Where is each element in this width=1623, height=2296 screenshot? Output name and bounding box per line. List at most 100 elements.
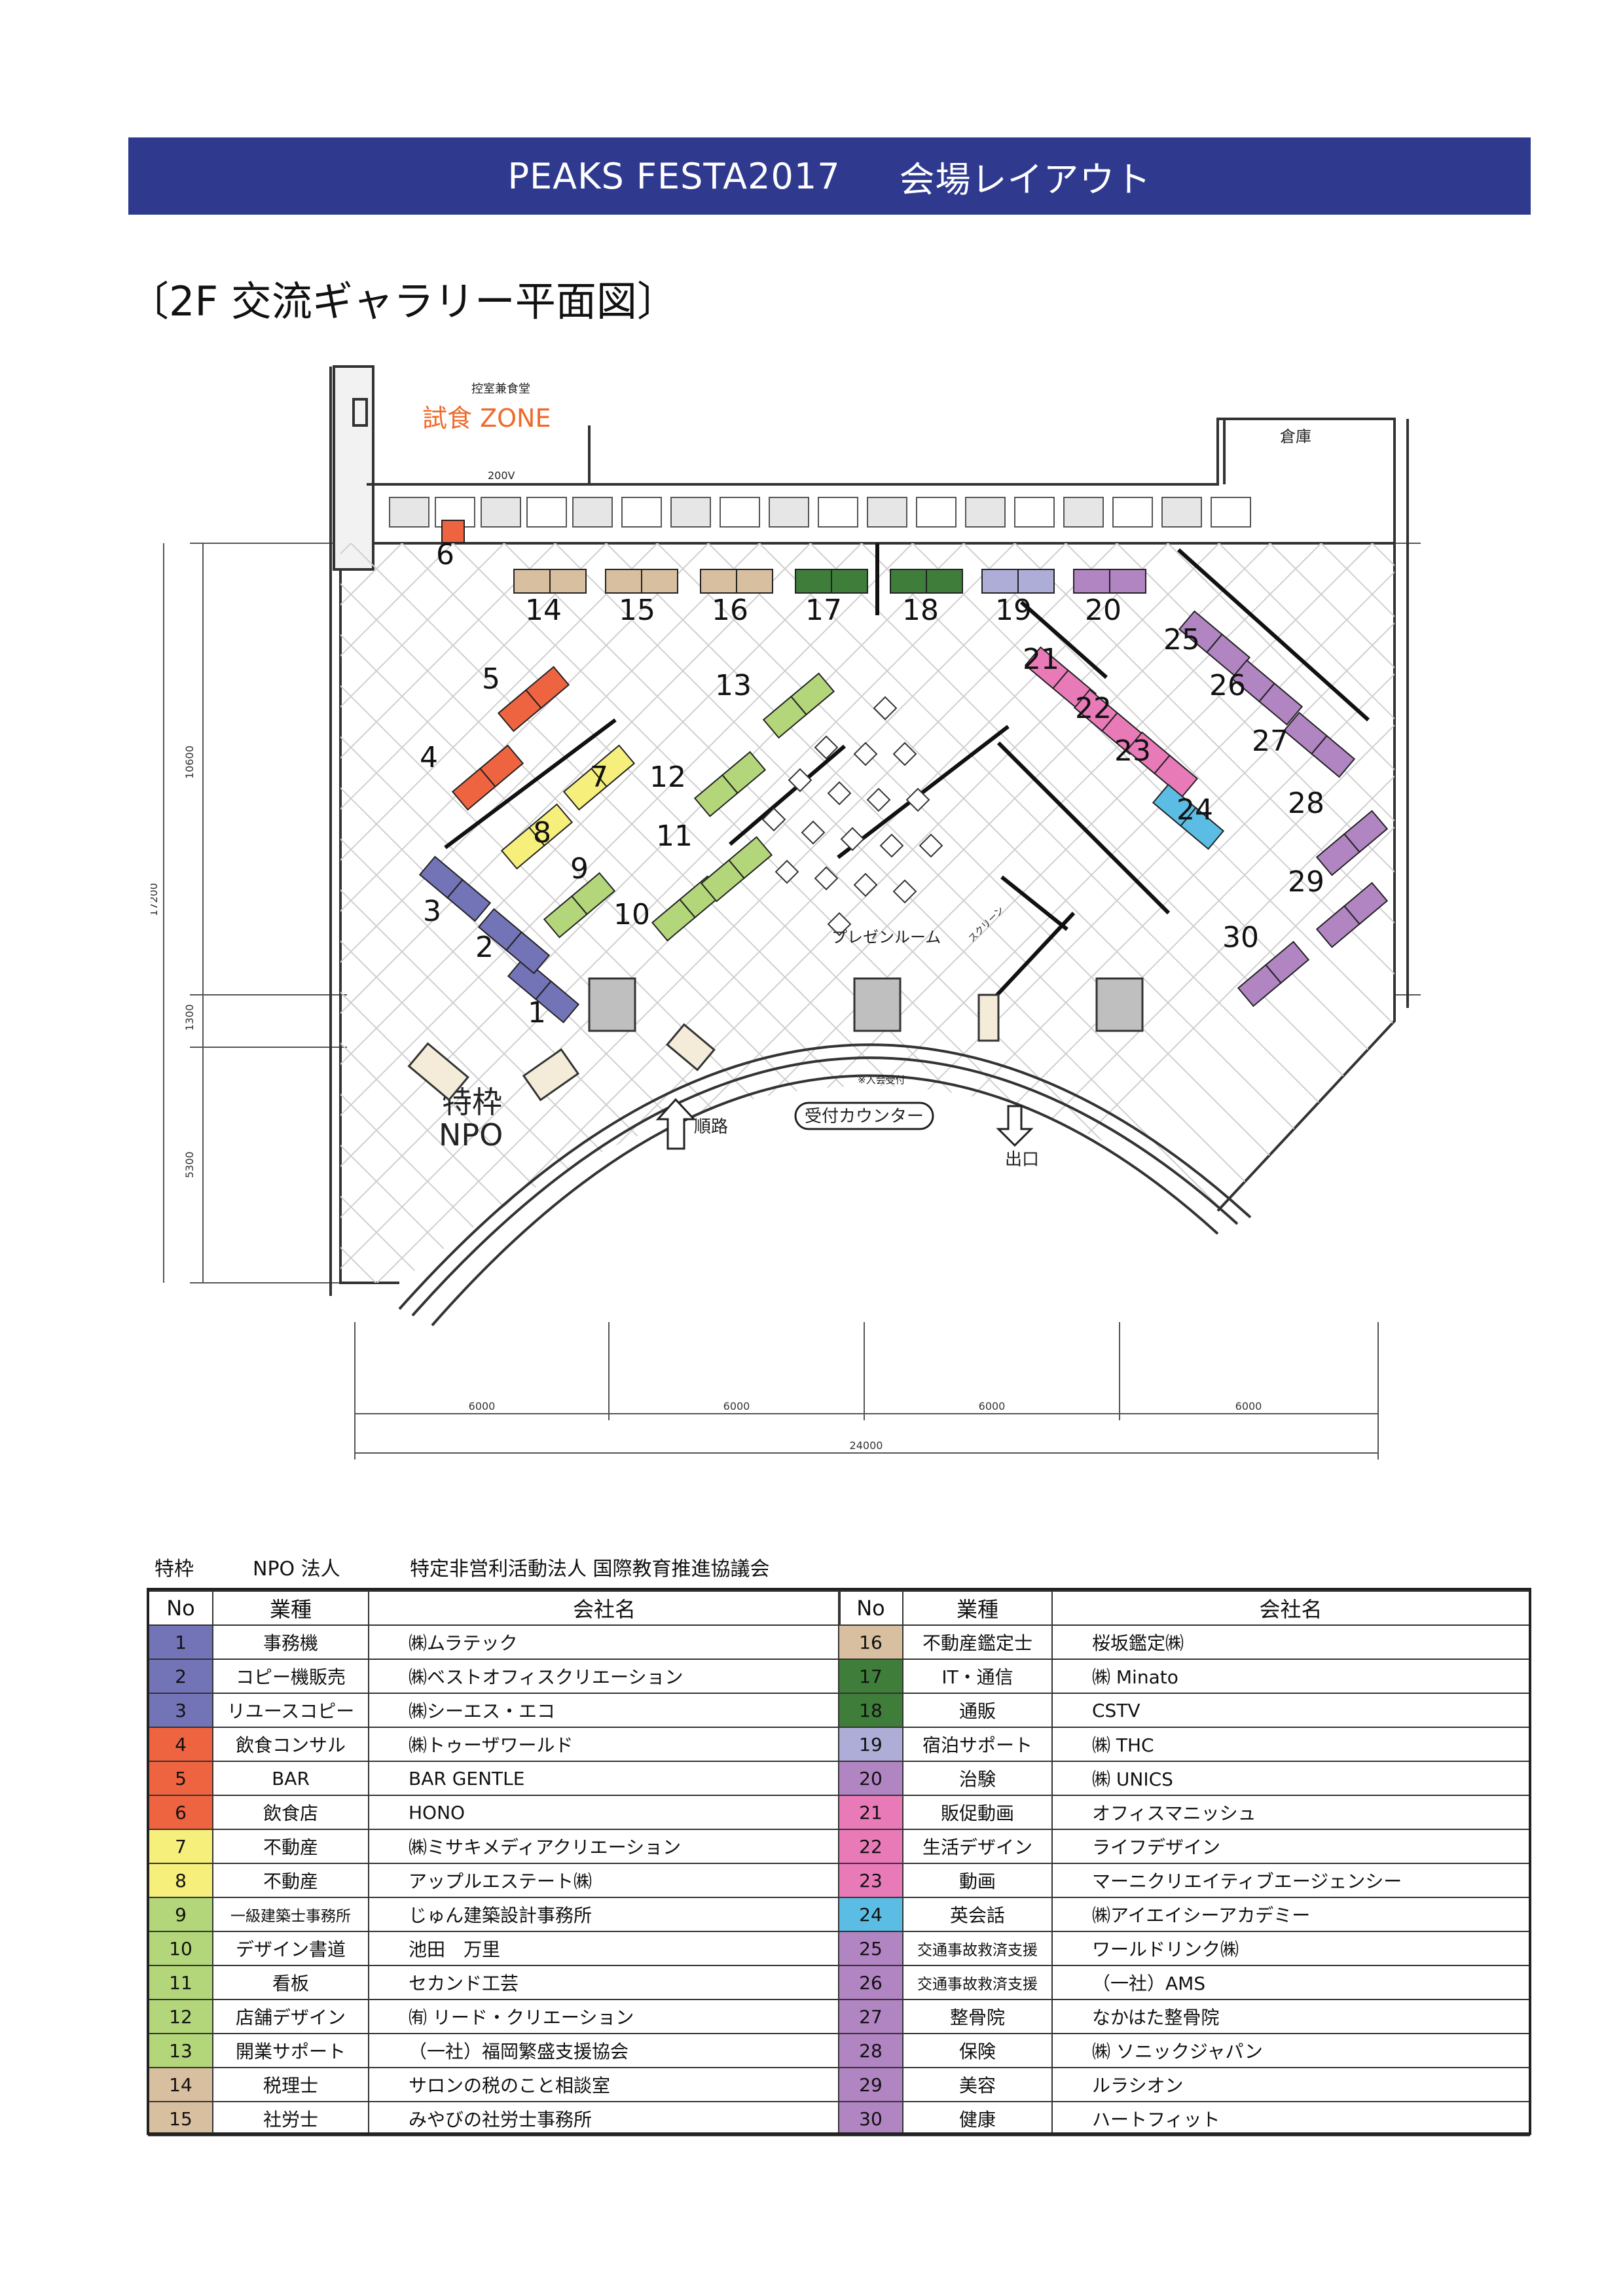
legend-category: 飲食店 — [212, 1795, 369, 1830]
presentation-chair — [853, 872, 878, 897]
legend-no: 26 — [838, 1965, 903, 2000]
booth-table — [981, 569, 1019, 594]
presentation-chair — [892, 742, 917, 766]
legend-company: ㈱ Minato — [1051, 1659, 1530, 1694]
legend-no: 1 — [148, 1624, 213, 1660]
npo-booth — [407, 1042, 469, 1102]
booth-27 — [1283, 711, 1356, 778]
entrance-tables — [522, 994, 1000, 1102]
booth-table — [505, 931, 551, 975]
dim-bottom-1: 6000 — [469, 1400, 496, 1412]
booth-table — [890, 569, 927, 594]
legend-no: 3 — [148, 1693, 213, 1728]
legend-no: 19 — [838, 1727, 903, 1762]
presentation-chair — [761, 807, 786, 832]
booth-number-label: 27 — [1252, 725, 1288, 758]
booth-table — [790, 672, 835, 716]
legend-company: ハートフィット — [1051, 2101, 1530, 2136]
booth-13 — [762, 672, 835, 739]
legend-company: ㈱トゥーザワールド — [368, 1727, 841, 1762]
booth-table — [721, 751, 767, 795]
dim-left-mid: 1300 — [183, 1004, 196, 1031]
partitions — [444, 543, 1370, 1016]
booth-table — [641, 569, 678, 594]
legend-category: 社労士 — [212, 2101, 369, 2136]
presentation-chair — [814, 866, 839, 891]
legend-header-company: 会社名 — [1051, 1590, 1530, 1626]
booth-number-label: 23 — [1114, 734, 1151, 768]
booth-table — [1017, 569, 1055, 594]
floor-plan-subtitle: 〔2F 交流ギャラリー平面図〕 — [128, 278, 678, 325]
legend-company: セカンド工芸 — [368, 1965, 841, 2000]
booth-number-label: 30 — [1222, 921, 1259, 954]
legend-no: 17 — [838, 1659, 903, 1694]
presentation-chair — [905, 787, 930, 812]
legend-category: 英会話 — [902, 1897, 1053, 1932]
dim-bottom-total: 24000 — [850, 1439, 883, 1452]
legend-company: 桜坂鑑定㈱ — [1051, 1624, 1530, 1660]
booth-number-label: 22 — [1075, 692, 1112, 725]
legend-header-category: 業種 — [902, 1590, 1053, 1626]
special-note-label: 特枠 — [155, 1558, 194, 1581]
presentation-chair — [840, 827, 865, 852]
legend-category: 開業サポート — [212, 2033, 369, 2068]
legend-header-no: No — [838, 1590, 903, 1626]
legend-no: 7 — [148, 1829, 213, 1864]
legend-category: 不動産 — [212, 1863, 369, 1898]
legend-category: 交通事故救済支援 — [902, 1931, 1053, 1966]
legend-category: 保険 — [902, 2033, 1053, 2068]
booth-table — [736, 569, 773, 594]
booth-number-label: 10 — [613, 898, 650, 931]
legend-company: ㈱ ソニックジャパン — [1051, 2033, 1530, 2068]
columns — [588, 977, 1144, 1032]
legend-header-company: 会社名 — [368, 1590, 841, 1626]
booth-number-label: 3 — [423, 895, 441, 928]
legend-company: ㈱ベストオフィスクリエーション — [368, 1659, 841, 1694]
legend-no: 14 — [148, 2067, 213, 2102]
legend-no: 18 — [838, 1693, 903, 1728]
legend-no: 21 — [838, 1795, 903, 1830]
special-note: 特枠 NPO 法人 特定非営利活動法人 国際教育推進協議会 — [155, 1552, 770, 1581]
booth-5 — [497, 666, 570, 732]
legend-no: 22 — [838, 1829, 903, 1864]
booth-18 — [890, 569, 963, 594]
presentation-seating — [761, 696, 943, 937]
legend-company: （一社）福岡繁盛支援協会 — [368, 2033, 841, 2068]
legend-no: 25 — [838, 1931, 903, 1966]
presentation-chair — [873, 696, 898, 721]
presentation-chair — [919, 833, 943, 858]
title-layout: 会場レイアウト — [899, 158, 1152, 200]
booth-table — [1343, 810, 1389, 853]
booth-20 — [1073, 569, 1146, 594]
wall-radiators — [389, 497, 1251, 528]
dim-left-top: 10600 — [183, 745, 196, 779]
legend-no: 11 — [148, 1965, 213, 2000]
route-arrow-icon — [655, 1098, 697, 1150]
booth-14 — [513, 569, 587, 594]
legend-category: 販促動画 — [902, 1795, 1053, 1830]
booth-table — [1258, 682, 1304, 726]
presentation-chair — [853, 742, 878, 766]
legend-company: ㈱ミサキメディアクリエーション — [368, 1829, 841, 1864]
legend-company: ワールドリンク㈱ — [1051, 1931, 1530, 1966]
booth-table — [549, 569, 587, 594]
legend-category: 事務機 — [212, 1624, 369, 1660]
legend-company: みやびの社労士事務所 — [368, 2101, 841, 2136]
legend-category: コピー機販売 — [212, 1659, 369, 1694]
booth-15 — [605, 569, 678, 594]
